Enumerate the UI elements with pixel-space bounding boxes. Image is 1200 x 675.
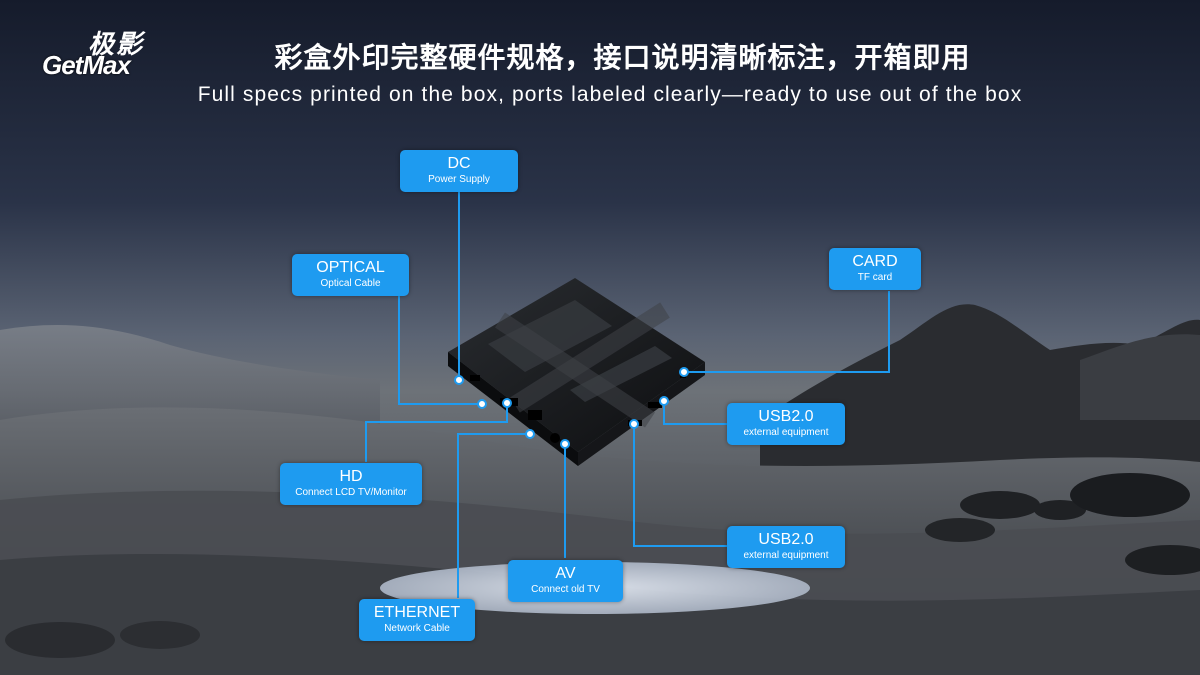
usb-top-label: USB2.0 external equipment xyxy=(727,403,845,445)
dc-label: DC Power Supply xyxy=(400,150,518,192)
card-label-title: CARD xyxy=(852,253,898,270)
dc-label-subtitle: Power Supply xyxy=(428,174,490,185)
brand-logo-chinese: 极影 xyxy=(88,30,145,60)
page-title-chinese: 彩盒外印完整硬件规格，接口说明清晰标注，开箱即用 xyxy=(274,41,971,74)
hd-label: HD Connect LCD TV/Monitor xyxy=(280,463,422,505)
av-label-subtitle: Connect old TV xyxy=(531,584,600,595)
card-label-subtitle: TF card xyxy=(857,272,893,283)
optical-label-subtitle: Optical Cable xyxy=(320,278,381,289)
hd-label-subtitle: Connect LCD TV/Monitor xyxy=(295,487,407,498)
dc-label-title: DC xyxy=(447,155,471,172)
usb-top-label-title: USB2.0 xyxy=(758,408,814,425)
usb-bottom-label-subtitle: external equipment xyxy=(743,550,829,561)
ethernet-label: ETHERNET Network Cable xyxy=(359,599,475,641)
ethernet-label-subtitle: Network Cable xyxy=(384,623,450,634)
brand-logo: GetMax xyxy=(42,50,131,80)
card-label: CARD TF card xyxy=(829,248,921,290)
ethernet-label-title: ETHERNET xyxy=(373,604,461,621)
hd-label-title: HD xyxy=(339,468,363,485)
usb-bottom-label-title: USB2.0 xyxy=(758,531,814,548)
optical-label: OPTICAL Optical Cable xyxy=(292,254,409,296)
usb-bottom-label: USB2.0 external equipment xyxy=(727,526,845,568)
page-subtitle-english: Full specs printed on the box, ports lab… xyxy=(197,83,1023,106)
av-label: AV Connect old TV xyxy=(508,560,623,602)
optical-label-title: OPTICAL xyxy=(316,259,385,276)
usb-top-label-subtitle: external equipment xyxy=(743,427,829,438)
av-label-title: AV xyxy=(555,565,576,582)
